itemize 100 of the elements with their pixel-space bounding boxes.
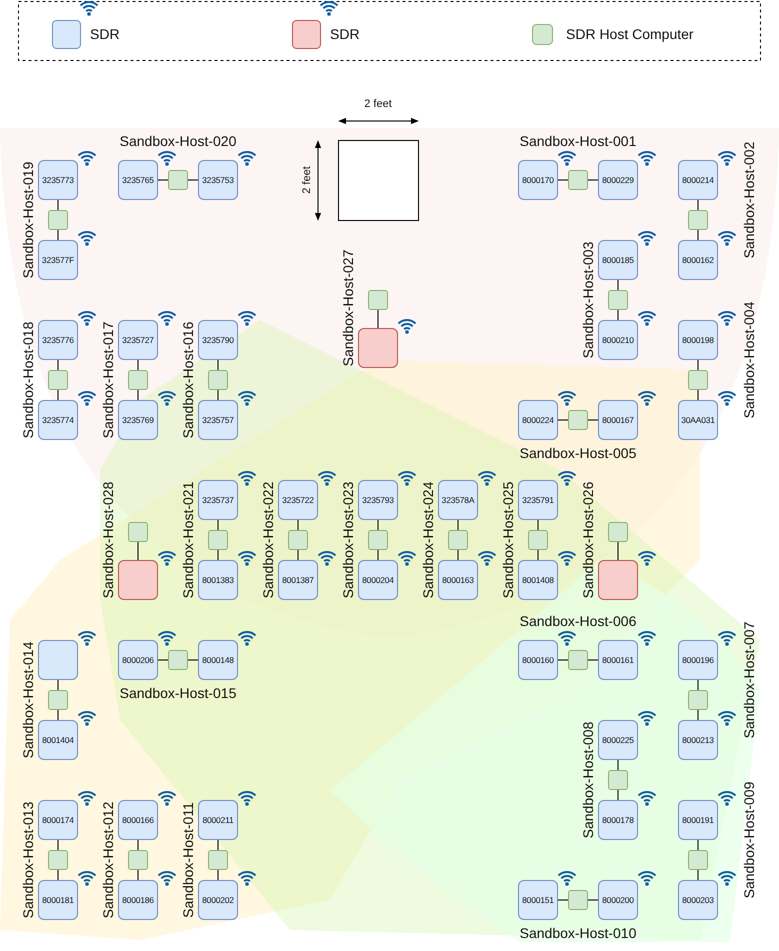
sdr-box: 8000170 xyxy=(518,160,558,200)
host-computer-box xyxy=(608,290,628,310)
sdr-box: 3235776 xyxy=(38,320,78,360)
sdr-box: 3235791 xyxy=(518,480,558,520)
host-label: Sandbox-Host-026 xyxy=(580,482,596,598)
sdr-box: 8000151 xyxy=(518,880,558,920)
host-label: Sandbox-Host-022 xyxy=(260,482,276,598)
host-computer-box xyxy=(168,650,188,670)
legend-label: SDR Host Computer xyxy=(566,26,694,42)
sdr-box: 8000160 xyxy=(518,640,558,680)
host-label: Sandbox-Host-027 xyxy=(340,250,356,366)
sdr-box: 8001404 xyxy=(38,720,78,760)
sdr-box: 8000214 xyxy=(678,160,718,200)
sdr-box: 8000198 xyxy=(678,320,718,360)
host-computer-box xyxy=(608,770,628,790)
sdr-box: 3235793 xyxy=(358,480,398,520)
host-label: Sandbox-Host-009 xyxy=(741,782,757,898)
sdr-box: 3235753 xyxy=(198,160,238,200)
sdr-box xyxy=(358,328,398,368)
host-computer-box xyxy=(48,210,68,230)
sdr-box: 3235722 xyxy=(278,480,318,520)
host-label: Sandbox-Host-007 xyxy=(741,622,757,738)
sdr-box: 8000178 xyxy=(598,800,638,840)
host-label: Sandbox-Host-012 xyxy=(100,802,116,918)
sdr-box: 8000204 xyxy=(358,560,398,600)
sdr-box: 8000211 xyxy=(198,800,238,840)
host-label: Sandbox-Host-019 xyxy=(20,162,36,278)
host-computer-box xyxy=(208,530,228,550)
legend-label: SDR xyxy=(90,26,120,42)
host-computer-box xyxy=(688,690,708,710)
host-computer-box xyxy=(448,530,468,550)
host-label: Sandbox-Host-024 xyxy=(420,482,436,598)
host-computer-box xyxy=(568,170,588,190)
sdr-box: 8000162 xyxy=(678,240,718,280)
sdr-box: 8000210 xyxy=(598,320,638,360)
host-computer-box xyxy=(688,850,708,870)
legend-label: SDR xyxy=(330,26,360,42)
host-label: Sandbox-Host-001 xyxy=(520,133,636,149)
host-computer-box xyxy=(128,370,148,390)
sdr-box: 3235790 xyxy=(198,320,238,360)
sdr-box: 30AA031 xyxy=(678,400,718,440)
sdr-box: 8000161 xyxy=(598,640,638,680)
host-computer-box xyxy=(288,530,308,550)
sdr-box: 8000225 xyxy=(598,720,638,760)
host-computer-box xyxy=(128,522,148,542)
host-computer-box xyxy=(568,650,588,670)
sdr-box: 8000185 xyxy=(598,240,638,280)
host-label: Sandbox-Host-017 xyxy=(100,322,116,438)
host-computer-box xyxy=(368,290,388,310)
sdr-box: 8000202 xyxy=(198,880,238,920)
host-computer-box xyxy=(208,850,228,870)
host-computer-box xyxy=(168,170,188,190)
dimension-label: 2 feet xyxy=(300,166,314,194)
sdr-box: 8000166 xyxy=(118,800,158,840)
sdr-box: 8001387 xyxy=(278,560,318,600)
sdr-box: 8000181 xyxy=(38,880,78,920)
host-computer-box xyxy=(528,530,548,550)
sdr-box xyxy=(598,560,638,600)
host-label: Sandbox-Host-006 xyxy=(520,613,636,629)
sdr-box: 8000200 xyxy=(598,880,638,920)
host-computer-box xyxy=(48,370,68,390)
sdr-box: 8000191 xyxy=(678,800,718,840)
sdr-box: 8000203 xyxy=(678,880,718,920)
sdr-box: 323578A xyxy=(438,480,478,520)
sdr-box: 3235769 xyxy=(118,400,158,440)
host-label: Sandbox-Host-013 xyxy=(20,802,36,918)
host-label: Sandbox-Host-011 xyxy=(180,802,196,918)
sdr-box: 8001383 xyxy=(198,560,238,600)
host-label: Sandbox-Host-008 xyxy=(580,722,596,838)
host-computer-box xyxy=(688,210,708,230)
sdr-box: 8000196 xyxy=(678,640,718,680)
host-computer-box xyxy=(608,522,628,542)
sdr-box: 3235773 xyxy=(38,160,78,200)
host-label: Sandbox-Host-018 xyxy=(20,322,36,438)
sdr-box: 8001408 xyxy=(518,560,558,600)
host-label: Sandbox-Host-020 xyxy=(120,133,236,149)
sdr-box: 8000163 xyxy=(438,560,478,600)
host-computer-box xyxy=(208,370,228,390)
host-label: Sandbox-Host-023 xyxy=(340,482,356,598)
sdr-box: 8000186 xyxy=(118,880,158,920)
host-computer-box xyxy=(688,370,708,390)
host-label: Sandbox-Host-005 xyxy=(520,445,636,461)
sdr-box: 8000213 xyxy=(678,720,718,760)
sdr-box: 8000174 xyxy=(38,800,78,840)
host-label: Sandbox-Host-028 xyxy=(100,482,116,598)
sdr-box: 323577F xyxy=(38,240,78,280)
sdr-box: 3235727 xyxy=(118,320,158,360)
sdr-box xyxy=(38,640,78,680)
host-computer-box xyxy=(568,410,588,430)
sdr-box xyxy=(118,560,158,600)
host-computer-box xyxy=(568,890,588,910)
host-computer-box xyxy=(48,690,68,710)
host-label: Sandbox-Host-025 xyxy=(500,482,516,598)
sdr-box: 3235774 xyxy=(38,400,78,440)
host-label: Sandbox-Host-010 xyxy=(520,925,636,941)
sdr-box: 8000224 xyxy=(518,400,558,440)
host-label: Sandbox-Host-004 xyxy=(741,302,757,418)
host-computer-box xyxy=(128,850,148,870)
sdr-box: 8000206 xyxy=(118,640,158,680)
host-label: Sandbox-Host-003 xyxy=(580,242,596,358)
